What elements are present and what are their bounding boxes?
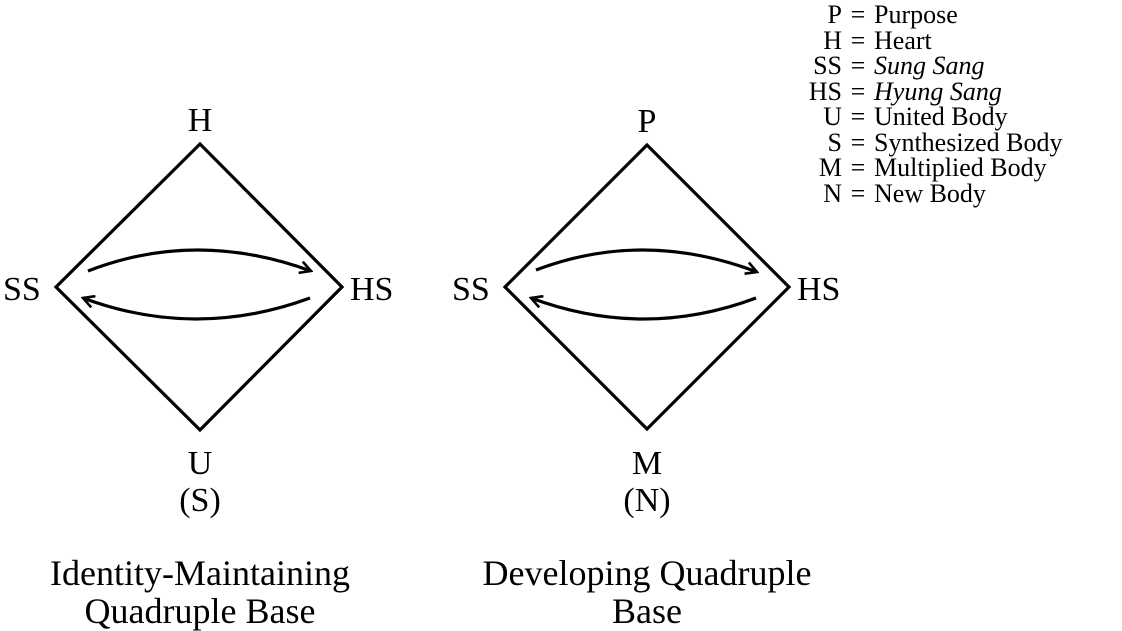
legend-definition: Synthesized Body <box>874 127 1063 157</box>
legend-equals: = <box>850 178 866 208</box>
right-bottom-label: M <box>632 445 662 482</box>
legend-abbreviation: U <box>823 102 842 131</box>
legend-row: S = Synthesized Body <box>800 127 1063 157</box>
developing-diagram: P SS HS M (N) <box>452 103 840 519</box>
identity-maintaining-caption: Identity-Maintaining Quadruple Base <box>20 554 380 630</box>
right-diamond-shape <box>502 142 792 432</box>
left-right-label: HS <box>350 271 393 308</box>
legend-abbreviation: S <box>827 127 842 157</box>
legend-abbreviation: N <box>823 178 842 208</box>
legend-abbreviation: SS <box>813 51 842 80</box>
legend: P = Purpose H = Heart SS = Sung Sang HS = Hyung … <box>800 2 1063 206</box>
legend-equals: = <box>850 76 866 106</box>
legend-row: U = United Body <box>800 104 1063 130</box>
legend-equals: = <box>850 25 866 55</box>
right-right-label: HS <box>797 271 840 308</box>
legend-definition: Sung Sang <box>874 51 985 80</box>
legend-equals: = <box>850 127 866 157</box>
legend-row: P = Purpose <box>800 2 1063 28</box>
legend-row: SS = Sung Sang <box>800 53 1063 79</box>
legend-equals: = <box>850 0 866 29</box>
identity-maintaining-diagram: H SS HS U (S) <box>3 102 393 519</box>
caption-line: Developing Quadruple <box>482 553 812 593</box>
legend-equals: = <box>850 153 866 182</box>
left-left-label: SS <box>3 271 41 308</box>
legend-definition: Multiplied Body <box>874 153 1047 182</box>
right-left-label: SS <box>452 271 490 308</box>
right-arrow-hs-to-ss <box>531 298 757 321</box>
left-arrow-ss-to-hs <box>87 248 311 271</box>
legend-equals: = <box>850 102 866 131</box>
legend-equals: = <box>850 51 866 80</box>
left-arrow-hs-to-ss <box>83 298 311 321</box>
legend-row: H = Heart <box>800 25 1063 55</box>
legend-row: M = Multiplied Body <box>800 155 1063 181</box>
legend-definition: United Body <box>874 102 1008 131</box>
right-top-label: P <box>638 103 657 140</box>
left-top-label: H <box>188 102 213 139</box>
legend-abbreviation: H <box>823 25 842 55</box>
caption-line: Quadruple Base <box>84 591 316 631</box>
legend-abbreviation: HS <box>808 76 842 106</box>
caption-line: Base <box>612 591 682 631</box>
legend-abbreviation: M <box>818 153 842 182</box>
left-bottom-label: U <box>188 445 213 482</box>
right-bottom-sub-label: (N) <box>623 482 670 519</box>
legend-definition: Purpose <box>874 0 958 29</box>
right-arrow-ss-to-hs <box>535 248 757 272</box>
legend-abbreviation: P <box>827 0 842 29</box>
left-bottom-sub-label: (S) <box>179 482 221 519</box>
legend-definition: New Body <box>874 178 986 208</box>
legend-definition: Heart <box>874 25 932 55</box>
legend-row: HS = Hyung Sang <box>800 76 1063 106</box>
caption-line: Identity-Maintaining <box>50 553 350 593</box>
legend-definition: Hyung Sang <box>874 76 1002 106</box>
developing-caption: Developing Quadruple Base <box>462 554 832 630</box>
left-diamond-shape <box>53 141 345 433</box>
legend-row: N = New Body <box>800 178 1063 208</box>
